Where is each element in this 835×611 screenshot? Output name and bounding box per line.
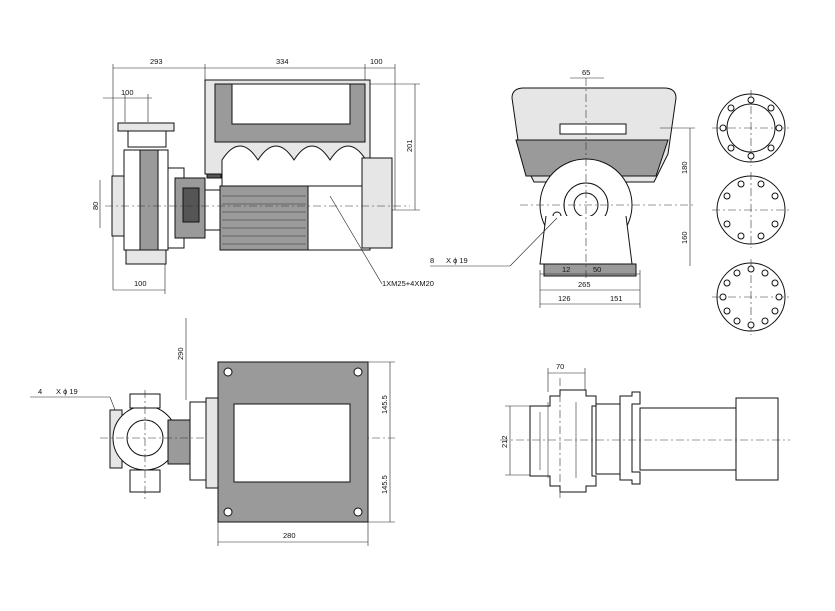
dim-293: 293	[150, 57, 163, 66]
dim-212: 212	[500, 435, 509, 448]
dim-290: 290	[176, 347, 185, 360]
side-view: 293 334 100 100 201 80 100	[91, 57, 434, 294]
dim-265: 265	[578, 280, 591, 289]
cable-entries-label: 1XM25+4XM20	[382, 279, 434, 288]
dim-280: 280	[283, 531, 296, 540]
dim-145-5-upper: 145.5	[380, 395, 389, 414]
dim-126: 126	[558, 294, 571, 303]
dim-100-top: 100	[121, 88, 134, 97]
front-view: 65 180 160 8 X ϕ 19 12 50 265 126 151	[430, 68, 695, 308]
dim-334: 334	[276, 57, 289, 66]
dim-80: 80	[91, 202, 100, 210]
dim-50: 50	[593, 265, 601, 274]
flange-4-hole	[712, 90, 790, 166]
top-view: 290 4 X ϕ 19 145.5 145.5 280	[30, 318, 395, 546]
bolt-label-bottom: X ϕ 19	[56, 387, 78, 396]
bolt-label-top: X ϕ 19	[446, 256, 468, 265]
dim-100-base: 100	[134, 279, 147, 288]
dim-145-5-lower: 145.5	[380, 475, 389, 494]
dim-160: 160	[680, 231, 689, 244]
bolt-count-top: 8	[430, 256, 434, 265]
flange-8-hole	[712, 172, 790, 248]
flange-12-hole	[712, 259, 790, 335]
flange-details	[712, 90, 790, 335]
dim-180: 180	[680, 161, 689, 174]
dim-201: 201	[405, 139, 414, 152]
dim-70: 70	[556, 362, 564, 371]
dim-151: 151	[610, 294, 623, 303]
section-view: 70 212	[500, 362, 790, 500]
bolt-count-bottom: 4	[38, 387, 42, 396]
dim-65: 65	[582, 68, 590, 77]
dim-12: 12	[562, 265, 570, 274]
dim-100-terminal: 100	[370, 57, 383, 66]
